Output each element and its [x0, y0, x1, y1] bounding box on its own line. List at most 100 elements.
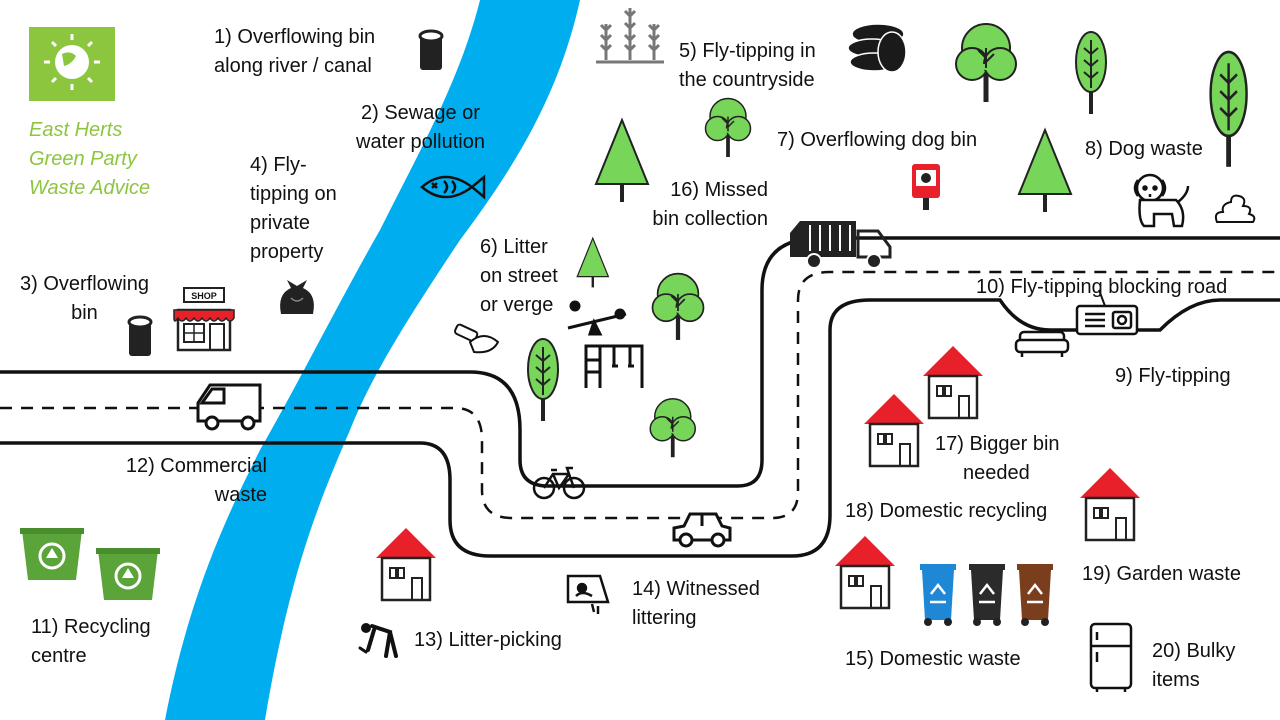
litter-picker-icon — [358, 623, 398, 658]
label-19: 19) Garden waste — [1082, 560, 1241, 589]
van-icon — [196, 383, 262, 431]
bicycle-icon — [532, 466, 586, 500]
label-line: 15) Domestic waste — [845, 648, 1021, 670]
bin-icon — [418, 29, 444, 72]
label-line: 9) Fly-tipping — [1115, 365, 1231, 387]
recycling-skip-icon — [18, 516, 86, 582]
label-14: 14) Witnessed littering — [632, 575, 760, 633]
label-line: needed — [963, 462, 1030, 484]
label-line: property — [250, 241, 324, 263]
dog-icon — [1133, 173, 1190, 228]
label-20: 20) Bulky items — [1152, 637, 1235, 695]
label-line: 4) Fly- — [250, 154, 307, 176]
label-16: 16) Missed bin collection — [637, 176, 768, 234]
label-9: 9) Fly-tipping — [1115, 362, 1231, 391]
label-line: tipping on — [250, 183, 337, 205]
label-line: water pollution — [356, 131, 485, 153]
label-3: 3) Overflowing bin — [20, 270, 149, 328]
label-4: 4) Fly- tipping on private property — [250, 151, 337, 267]
label-8: 8) Dog waste — [1085, 135, 1203, 164]
wheelie-bin-icon — [918, 562, 958, 628]
littering-icon — [566, 574, 610, 614]
label-line: 14) Witnessed — [632, 578, 760, 600]
label-17: 17) Bigger bin needed — [935, 430, 1060, 488]
label-1: 1) Overflowing bin along river / canal — [214, 23, 375, 81]
sofa-icon — [1014, 330, 1070, 357]
dog-bin-icon — [912, 164, 940, 210]
label-line: on street — [480, 265, 558, 287]
label-15: 15) Domestic waste — [845, 645, 1021, 674]
car-icon — [672, 512, 732, 548]
house-icon — [921, 344, 985, 420]
label-line: 12) Commercial — [125, 455, 267, 477]
label-line: 1) Overflowing bin — [214, 26, 376, 48]
tyres-icon — [847, 23, 907, 73]
tree-icon — [649, 398, 696, 458]
tree-icon — [704, 97, 752, 158]
party-name: East Herts Green Party Waste Advice — [29, 116, 150, 203]
party-logo-icon — [29, 27, 115, 101]
label-line: littering — [632, 607, 697, 629]
label-line: 10) Fly-tipping blocking road — [976, 276, 1228, 298]
recycling-skip-icon — [94, 536, 162, 602]
tree-icon — [527, 338, 559, 422]
shop-sign: SHOP — [191, 291, 217, 301]
tree-icon — [1209, 50, 1249, 169]
house-icon — [374, 526, 438, 602]
wheat-icon — [596, 8, 664, 64]
label-6: 6) Litter on street or verge — [480, 233, 558, 320]
fridge-icon — [1089, 622, 1133, 692]
label-5: 5) Fly-tipping in the countryside — [679, 37, 816, 95]
label-line: the countryside — [679, 69, 815, 91]
label-line: 5) Fly-tipping in — [679, 40, 816, 62]
tree-icon — [1075, 31, 1107, 115]
river — [165, 0, 580, 720]
brand-line: Waste Advice — [29, 177, 151, 199]
label-2: 2) Sewage or water pollution — [356, 99, 485, 157]
label-line: along river / canal — [214, 55, 372, 77]
label-line: 19) Garden waste — [1082, 563, 1241, 585]
label-line: items — [1152, 669, 1200, 691]
bin-lorry-icon — [790, 221, 892, 269]
label-line: private — [250, 212, 311, 234]
tree-icon — [576, 237, 610, 288]
appliance-icon — [1075, 289, 1139, 336]
label-line: waste — [214, 484, 267, 506]
label-line: 17) Bigger bin — [935, 433, 1060, 455]
house-icon — [862, 392, 926, 468]
brand-line: Green Party — [29, 148, 137, 170]
label-10: 10) Fly-tipping blocking road — [976, 273, 1227, 302]
tree-icon — [955, 23, 1017, 103]
label-line: centre — [31, 645, 87, 667]
shop-icon: SHOP — [173, 287, 235, 352]
label-11: 11) Recycling centre — [31, 613, 151, 671]
tree-icon — [1018, 129, 1072, 213]
label-line: 7) Overflowing dog bin — [777, 129, 978, 151]
poo-icon — [1214, 194, 1256, 223]
label-18: 18) Domestic recycling — [845, 497, 1047, 526]
fish-icon — [420, 174, 486, 200]
label-line: 13) Litter-picking — [414, 629, 562, 651]
brand-line: East Herts — [29, 119, 123, 141]
label-line: bin — [71, 302, 98, 324]
label-line: or verge — [480, 294, 554, 316]
house-icon — [833, 534, 897, 610]
label-line: bin collection — [652, 208, 768, 230]
tree-icon — [651, 272, 705, 341]
label-line: 11) Recycling — [31, 616, 151, 638]
label-line: 2) Sewage or — [361, 102, 480, 124]
littering-bottles-icon — [454, 323, 500, 354]
bin-bag-icon — [280, 280, 314, 314]
label-line: 18) Domestic recycling — [845, 500, 1048, 522]
label-line: 16) Missed — [670, 179, 768, 201]
label-line: 20) Bulky — [1152, 640, 1236, 662]
label-line: 6) Litter — [480, 236, 548, 258]
road — [0, 236, 1280, 558]
playground-icon — [567, 300, 644, 388]
wheelie-bin-icon — [1015, 562, 1055, 628]
label-line: 8) Dog waste — [1085, 138, 1203, 160]
house-icon — [1078, 466, 1142, 542]
label-12: 12) Commercial waste — [112, 452, 267, 510]
label-7: 7) Overflowing dog bin — [777, 126, 977, 155]
